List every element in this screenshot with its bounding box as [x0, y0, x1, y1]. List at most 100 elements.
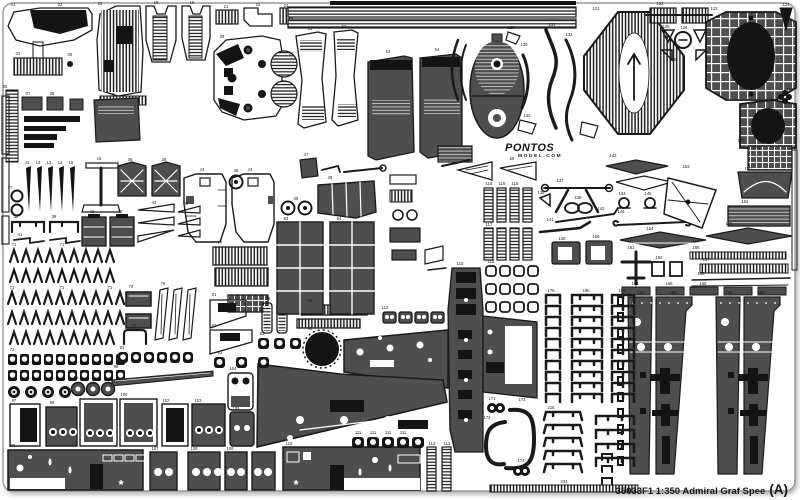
svg-text:145: 145 [645, 191, 653, 196]
svg-text:36: 36 [162, 157, 167, 162]
svg-text:43: 43 [152, 200, 157, 205]
svg-text:137: 137 [557, 178, 565, 183]
svg-text:174: 174 [518, 458, 526, 463]
svg-text:189: 189 [758, 290, 766, 295]
svg-text:46: 46 [234, 168, 239, 173]
svg-text:93: 93 [260, 331, 265, 336]
brand-name: PONTOS [505, 142, 555, 154]
svg-text:107: 107 [152, 446, 160, 451]
svg-text:13: 13 [47, 160, 52, 165]
svg-text:122: 122 [657, 1, 665, 6]
svg-text:173: 173 [519, 397, 527, 402]
svg-text:111: 111 [400, 430, 407, 435]
svg-text:141: 141 [547, 217, 555, 222]
svg-text:21: 21 [224, 4, 229, 9]
svg-text:157: 157 [703, 257, 711, 262]
svg-text:143: 143 [610, 153, 618, 158]
svg-text:153: 153 [683, 164, 691, 169]
svg-text:41: 41 [18, 232, 23, 237]
svg-text:123: 123 [711, 6, 719, 11]
svg-text:03: 03 [98, 1, 103, 6]
svg-text:110: 110 [286, 441, 293, 446]
svg-text:06: 06 [68, 52, 73, 57]
svg-text:15: 15 [69, 160, 74, 165]
svg-text:111: 111 [385, 430, 392, 435]
svg-text:111: 111 [370, 430, 377, 435]
svg-text:64: 64 [337, 216, 342, 221]
svg-text:113: 113 [444, 441, 451, 446]
svg-text:08: 08 [50, 91, 55, 96]
sheet-revision: (A) [769, 482, 788, 497]
svg-text:51: 51 [308, 26, 313, 31]
svg-text:158: 158 [559, 236, 567, 241]
svg-text:156: 156 [693, 245, 701, 250]
svg-text:118: 118 [488, 259, 495, 264]
svg-text:31: 31 [289, 51, 294, 56]
brand-logo: PONTOS MODEL.COM [505, 143, 562, 160]
svg-text:139: 139 [575, 195, 583, 200]
svg-text:175: 175 [548, 288, 556, 293]
svg-text:147: 147 [738, 138, 746, 143]
svg-text:54: 54 [435, 47, 440, 52]
svg-text:103: 103 [195, 398, 203, 403]
svg-text:126: 126 [681, 25, 689, 30]
svg-text:159: 159 [593, 234, 601, 239]
svg-text:116: 116 [486, 181, 493, 186]
svg-text:133: 133 [524, 113, 532, 118]
svg-text:97: 97 [12, 398, 17, 403]
svg-text:114: 114 [260, 356, 267, 361]
svg-text:45: 45 [184, 201, 189, 206]
svg-text:37: 37 [8, 185, 13, 190]
svg-text:18: 18 [154, 0, 159, 5]
svg-text:71: 71 [60, 285, 65, 290]
svg-text:130: 130 [508, 25, 516, 30]
svg-text:71: 71 [12, 242, 17, 247]
svg-text:171: 171 [489, 396, 497, 401]
svg-text:109: 109 [227, 446, 235, 451]
svg-text:39: 39 [52, 214, 57, 219]
sheet-id: 35033F1 1:350 Admiral Graf Spee (A) [616, 482, 788, 497]
svg-text:84: 84 [301, 312, 306, 317]
svg-text:76: 76 [161, 281, 166, 286]
svg-text:79: 79 [266, 296, 271, 301]
svg-text:154: 154 [647, 226, 655, 231]
svg-text:10: 10 [110, 92, 115, 97]
svg-text:71: 71 [10, 285, 15, 290]
svg-text:48: 48 [328, 175, 333, 180]
svg-text:166: 166 [700, 281, 708, 286]
svg-text:184: 184 [638, 290, 646, 295]
svg-text:*: * [118, 477, 124, 492]
svg-text:11: 11 [25, 160, 30, 165]
svg-text:47: 47 [304, 152, 309, 157]
svg-text:111: 111 [355, 430, 362, 435]
svg-text:116: 116 [512, 181, 519, 186]
svg-text:95: 95 [74, 375, 79, 380]
svg-text:106: 106 [9, 443, 17, 448]
svg-text:01: 01 [11, 2, 16, 7]
svg-text:38: 38 [14, 214, 19, 219]
svg-text:81: 81 [212, 292, 217, 297]
svg-text:124: 124 [783, 2, 791, 7]
svg-text:63: 63 [284, 216, 289, 221]
svg-text:71: 71 [60, 242, 65, 247]
svg-text:53: 53 [386, 49, 391, 54]
svg-text:82: 82 [212, 323, 217, 328]
svg-text:96: 96 [114, 364, 119, 369]
svg-text:72: 72 [10, 347, 15, 352]
svg-text:128: 128 [670, 57, 678, 62]
svg-text:07: 07 [26, 91, 31, 96]
svg-text:149: 149 [754, 145, 762, 150]
svg-text:77: 77 [218, 240, 223, 245]
svg-text:99: 99 [78, 392, 83, 397]
svg-text:112: 112 [429, 441, 436, 446]
svg-text:108: 108 [191, 446, 199, 451]
svg-text:42: 42 [90, 209, 95, 214]
svg-text:142: 142 [598, 206, 606, 211]
svg-text:44: 44 [248, 167, 253, 172]
svg-text:185: 185 [670, 290, 678, 295]
svg-text:112: 112 [382, 305, 389, 310]
svg-text:14: 14 [58, 160, 63, 165]
svg-text:71: 71 [108, 285, 113, 290]
